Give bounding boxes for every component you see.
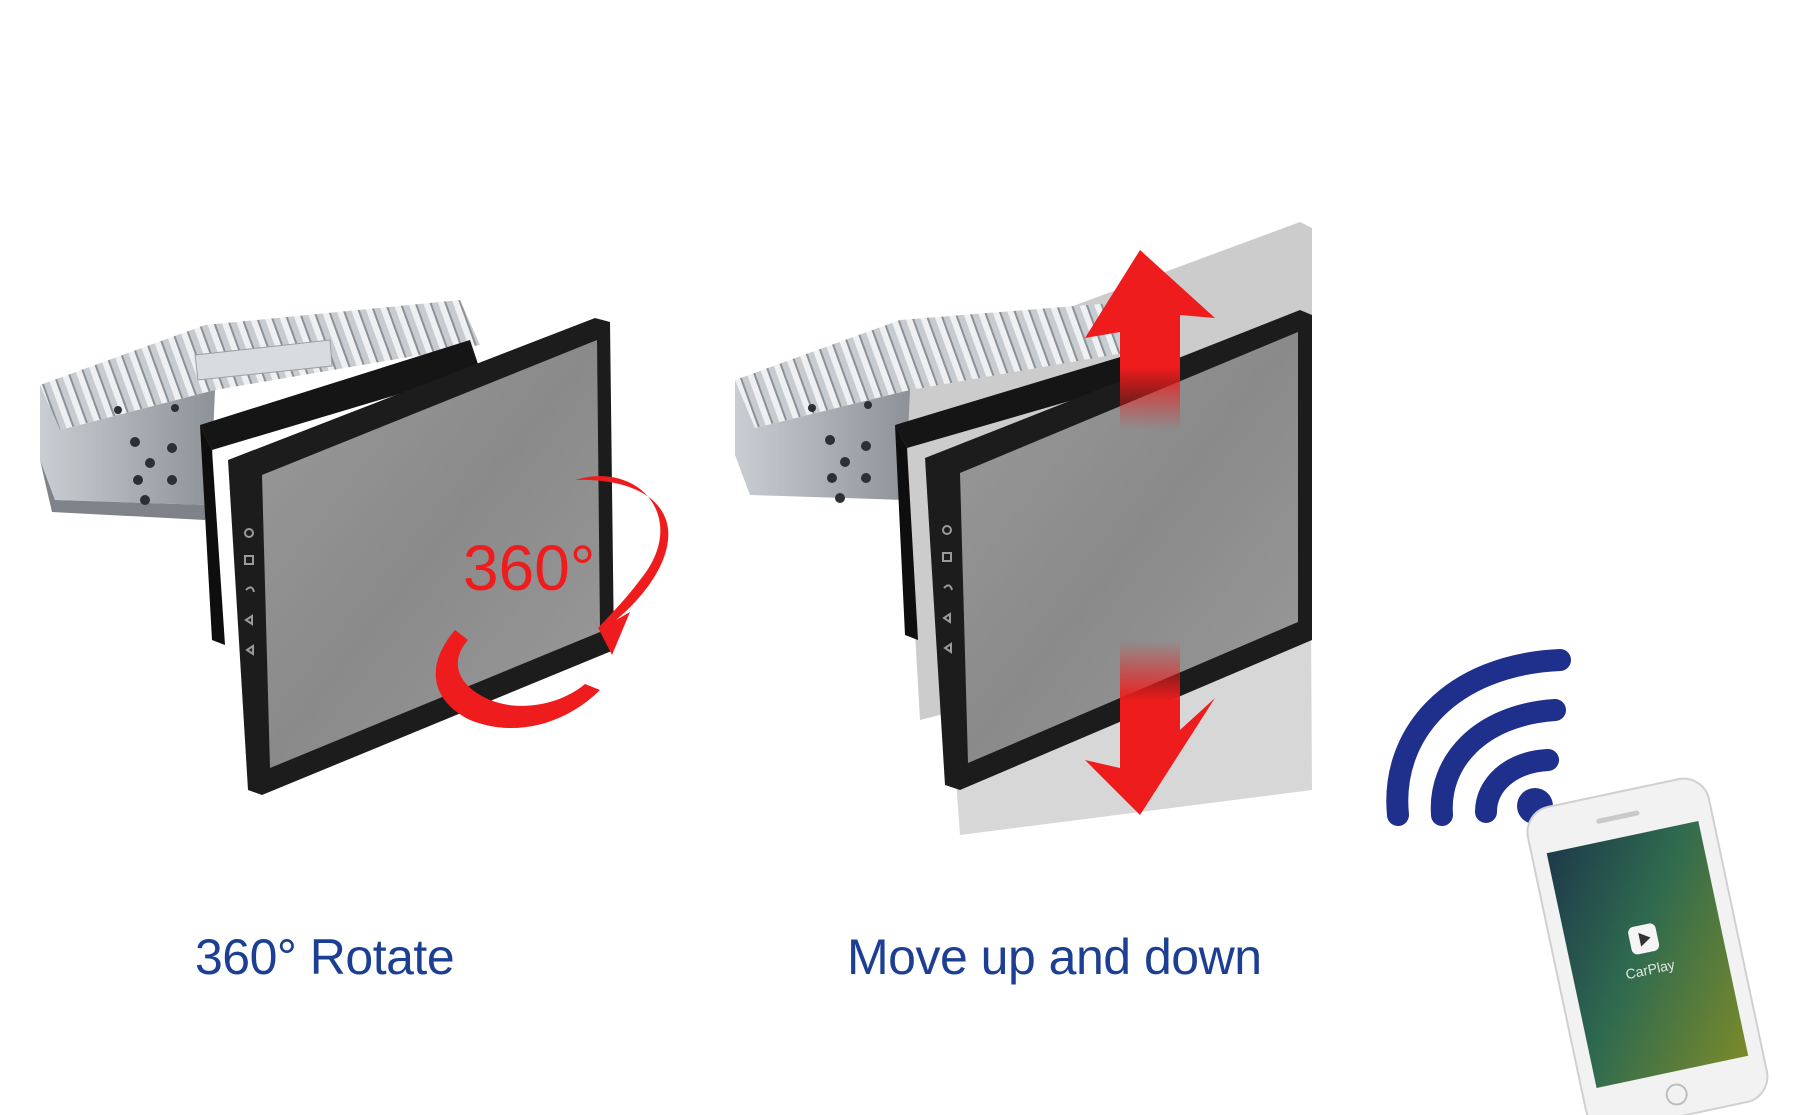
up-arrow: [1085, 250, 1215, 430]
phone-screen: [1546, 820, 1749, 1088]
home-icon: [244, 555, 254, 565]
display-screen: [262, 340, 600, 768]
down-arrow: [1085, 640, 1215, 815]
volume-down-icon: [245, 644, 254, 656]
display-screen: [960, 332, 1298, 763]
volume-up-icon: [244, 614, 253, 626]
chassis-label: [194, 339, 333, 381]
side-buttons: [942, 525, 953, 654]
rotate-caption: 360° Rotate: [195, 929, 455, 985]
chassis-side: [40, 385, 215, 505]
rotate-arrow: [435, 476, 669, 729]
mounting-holes: [114, 404, 179, 505]
back-icon: [245, 586, 255, 593]
mounting-holes: [808, 401, 872, 503]
power-icon: [244, 528, 254, 538]
side-buttons: [244, 528, 255, 656]
smartphone: CarPlay: [1526, 777, 1769, 1115]
car-stereo-move: [735, 222, 1312, 835]
wifi-icon: [1386, 649, 1571, 826]
home-button-icon: [1665, 1083, 1688, 1106]
rotate-degree-label: 360°: [463, 532, 595, 604]
chassis-side: [735, 380, 910, 500]
car-stereo-rotate: 360°: [40, 300, 669, 795]
move-caption: Move up and down: [847, 929, 1262, 985]
heatsink: [735, 300, 1170, 428]
